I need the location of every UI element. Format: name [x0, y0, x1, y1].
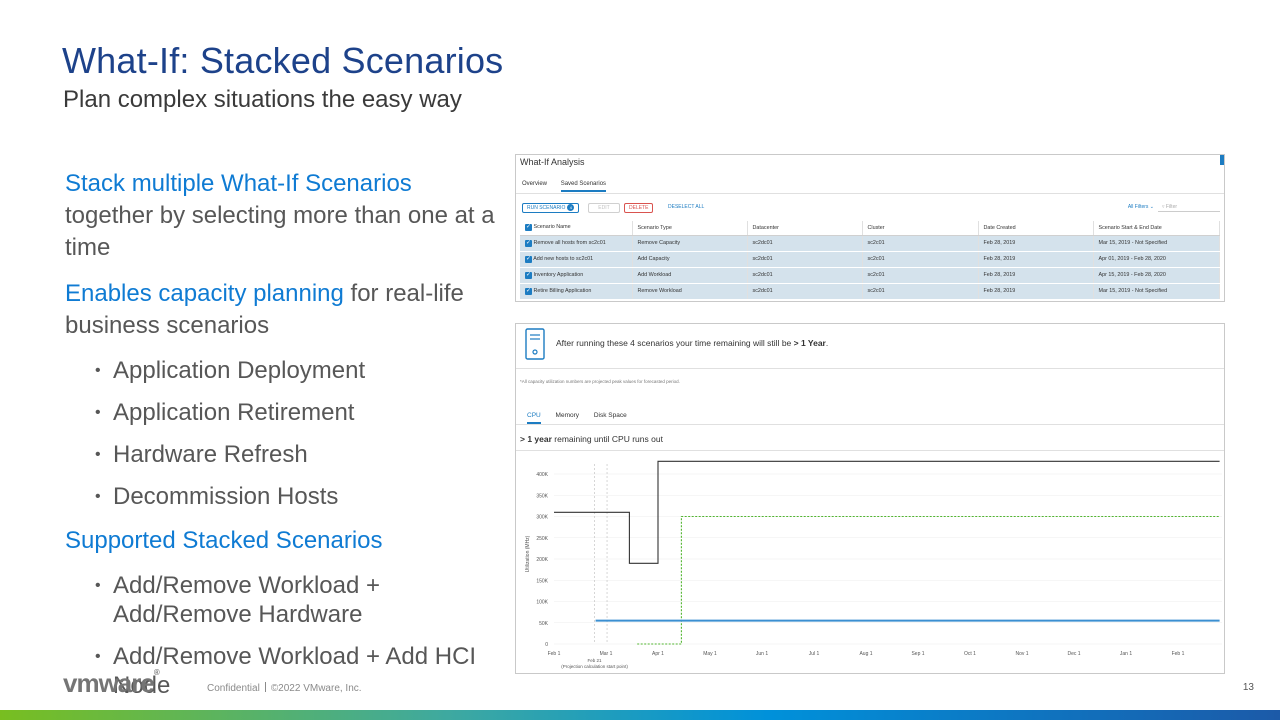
x-tick-label: May 1: [703, 651, 717, 657]
x-tick-label: Sep 1: [911, 651, 924, 657]
count-badge: 4: [567, 204, 575, 212]
list-item: •Add/Remove Workload + Add/Remove Hardwa…: [95, 572, 381, 628]
stack-paragraph: Stack multiple What-If Scenarios togethe…: [65, 168, 505, 264]
row-checkbox[interactable]: ✓: [525, 287, 532, 295]
x-tick-label: Jan 1: [1120, 651, 1132, 657]
y-tick-label: 50K: [539, 621, 549, 627]
filter-input[interactable]: ▿ Filter: [1158, 202, 1220, 212]
y-axis-label: Utilization (MHz): [525, 535, 531, 572]
capacity-paragraph: Enables capacity planning for real-life …: [65, 278, 505, 342]
x-tick-label: Mar 1: [600, 651, 613, 657]
list-item: •Add/Remove Workload + Add HCI Node: [95, 643, 477, 699]
table-row[interactable]: ✓ Inventory Application Add Workload sc2…: [520, 267, 1220, 284]
scenario-table: ✓ Scenario Name Scenario Type Datacenter…: [520, 221, 1220, 300]
projection-note: *All capacity utilization numbers are pr…: [520, 379, 680, 384]
x-tick-label: Dec 1: [1067, 651, 1080, 657]
tab-disk-space[interactable]: Disk Space: [593, 412, 627, 419]
list-item: •Application Retirement: [95, 399, 355, 426]
table-row[interactable]: ✓ Add new hosts to sc2c01 Add Capacity s…: [520, 251, 1220, 268]
vmware-logo: vmware®: [63, 668, 160, 698]
resource-tabs: CPU Memory Disk Space: [527, 412, 640, 424]
page-number: 13: [1242, 682, 1254, 693]
what-if-analysis-panel: What-If Analysis Overview Saved Scenario…: [515, 154, 1225, 302]
table-header-row: ✓ Scenario Name Scenario Type Datacenter…: [520, 221, 1220, 236]
list-item: •Application Deployment: [95, 357, 366, 384]
tab-overview[interactable]: Overview: [522, 181, 548, 187]
stack-highlight: Stack multiple What-If Scenarios: [65, 170, 412, 197]
x-tick-label: Feb 1: [1172, 651, 1185, 657]
time-remaining-text: > 1 year remaining until CPU runs out: [520, 434, 663, 444]
panel-title: What-If Analysis: [520, 157, 585, 167]
confidential-notice: Confidential©2022 VMware, Inc.: [207, 682, 362, 694]
edit-button[interactable]: EDIT: [588, 203, 620, 213]
left-content: Stack multiple What-If Scenarios togethe…: [65, 168, 505, 714]
row-checkbox[interactable]: ✓: [525, 271, 532, 279]
slide-subtitle: Plan complex situations the easy way: [63, 86, 462, 113]
x-tick-label: Aug 1: [859, 651, 872, 657]
x-tick-label: Feb 1: [548, 651, 561, 657]
series-line-1: [554, 460, 1220, 564]
select-all-checkbox[interactable]: ✓: [525, 224, 532, 232]
y-tick-label: 0: [545, 642, 548, 648]
use-case-list: •Application Deployment •Application Ret…: [65, 356, 505, 511]
tab-memory[interactable]: Memory: [555, 412, 580, 419]
all-filters-dropdown[interactable]: All Filters ⌄: [1127, 204, 1154, 210]
projection-marker-label: Feb 21: [588, 658, 603, 663]
capacity-text: for real-life business scenarios: [65, 280, 464, 339]
y-tick-label: 250K: [536, 536, 548, 542]
deselect-all-button[interactable]: DESELECT ALL: [668, 204, 705, 210]
stack-text: together by selecting more than one at a…: [65, 202, 495, 261]
y-tick-label: 350K: [536, 493, 548, 499]
cpu-utilization-chart: Utilization (MHz) 0 50K 100K 150K 200K 250K 300…: [525, 460, 1222, 669]
x-tick-label: Jul 1: [809, 651, 820, 657]
list-item: •Decommission Hosts: [95, 483, 339, 510]
y-tick-label: 400K: [536, 472, 548, 478]
x-tick-label: Nov 1: [1015, 651, 1028, 657]
supported-heading: Supported Stacked Scenarios: [65, 527, 383, 554]
y-tick-label: 150K: [536, 578, 548, 584]
scenario-result-panel: After running these 4 scenarios your tim…: [515, 323, 1225, 674]
x-tick-label: Apr 1: [652, 651, 664, 657]
x-tick-label: Jun 1: [756, 651, 768, 657]
tab-saved-scenarios[interactable]: Saved Scenarios: [560, 181, 607, 192]
server-icon: [525, 328, 545, 365]
analysis-tabs: Overview Saved Scenarios: [522, 181, 618, 192]
projection-marker-sublabel: (Projection calculation start point): [561, 664, 628, 669]
table-row[interactable]: ✓ Remove all hosts from sc2c01 Remove Ca…: [520, 235, 1220, 252]
delete-button[interactable]: DELETE: [624, 203, 654, 213]
x-tick-label: Oct 1: [964, 651, 976, 657]
y-tick-label: 300K: [536, 515, 548, 521]
row-checkbox[interactable]: ✓: [525, 255, 532, 263]
y-tick-label: 200K: [536, 557, 548, 563]
close-icon[interactable]: [1220, 155, 1224, 165]
brand-gradient-bar: [0, 710, 1280, 720]
tab-cpu[interactable]: CPU: [527, 412, 541, 424]
list-item: •Hardware Refresh: [95, 441, 308, 468]
row-checkbox[interactable]: ✓: [525, 239, 532, 247]
series-line-2: [637, 515, 1220, 645]
slide-title: What-If: Stacked Scenarios: [62, 40, 504, 81]
supported-list: •Add/Remove Workload + Add/Remove Hardwa…: [65, 571, 505, 700]
capacity-highlight: Enables capacity planning: [65, 280, 344, 307]
table-row[interactable]: ✓ Retire Billing Application Remove Work…: [520, 283, 1220, 300]
result-headline: After running these 4 scenarios your tim…: [556, 338, 829, 348]
y-tick-label: 100K: [536, 600, 548, 606]
